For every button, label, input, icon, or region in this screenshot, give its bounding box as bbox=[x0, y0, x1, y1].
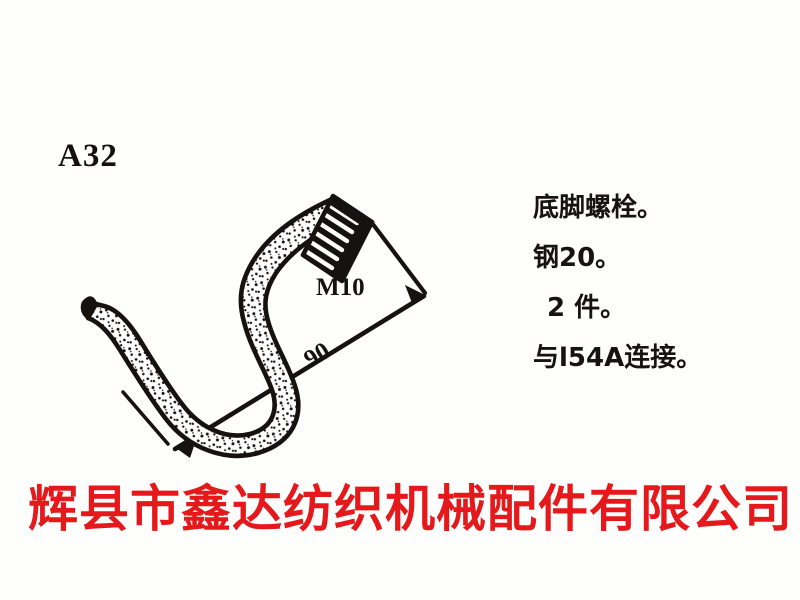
dimension-lines bbox=[121, 220, 428, 452]
spec-line-material: 钢20。 bbox=[533, 243, 622, 273]
spec-line-assembly-reference: 与l54A连接。 bbox=[533, 343, 703, 373]
length-dimension-label: 90 bbox=[299, 337, 335, 374]
specification-block: 底脚螺栓。 钢20。 2 件。 与l54A连接。 bbox=[533, 183, 783, 383]
spec-line-part-name: 底脚螺栓。 bbox=[533, 193, 664, 223]
part-code-label: A32 bbox=[58, 138, 118, 174]
bolt-body bbox=[80, 197, 344, 459]
dimension-arrowheads bbox=[176, 285, 425, 458]
threaded-section bbox=[300, 193, 375, 284]
thread-dimension-label: M10 bbox=[316, 274, 365, 301]
company-name-watermark: 辉县市鑫达纺织机械配件有限公司 bbox=[28, 480, 793, 538]
spec-line-quantity: 2 件。 bbox=[547, 293, 627, 323]
